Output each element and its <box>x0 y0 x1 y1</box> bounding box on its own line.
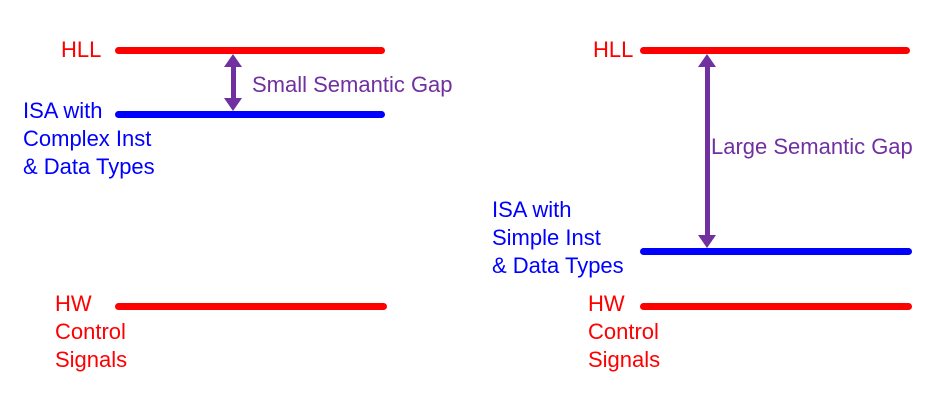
right-isa-line-3: & Data Types <box>492 253 624 278</box>
arrow-down-head-icon <box>698 235 716 248</box>
arrow-shaft <box>704 64 710 238</box>
left-isa-line-3: & Data Types <box>23 154 155 179</box>
left-hll-level-bar <box>115 47 385 54</box>
left-hw-line-3: Signals <box>55 347 128 372</box>
right-hw-line-1: HW <box>588 291 625 316</box>
left-isa-line-1: ISA with <box>23 98 103 123</box>
left-hw-level-bar <box>115 303 387 310</box>
left-hw-line-2: Control <box>55 319 126 344</box>
right-gap-label: Large Semantic Gap <box>711 134 913 159</box>
left-hll-label: HLL <box>61 37 102 62</box>
right-hw-line-3: Signals <box>588 347 661 372</box>
right-isa-line-2: Simple Inst <box>492 225 601 250</box>
left-hw-label: HW Control Signals <box>55 290 127 374</box>
right-isa-level-bar <box>640 248 912 255</box>
left-isa-line-2: Complex Inst <box>23 126 152 151</box>
arrow-up-head-icon <box>224 54 242 67</box>
left-gap-label: Small Semantic Gap <box>252 72 453 97</box>
right-hll-label: HLL <box>593 37 634 62</box>
arrow-down-head-icon <box>224 98 242 111</box>
right-hw-line-2: Control <box>588 319 659 344</box>
right-hw-level-bar <box>640 303 912 310</box>
right-hw-label: HW Control Signals <box>588 290 660 374</box>
left-hw-line-1: HW <box>55 291 92 316</box>
arrow-up-head-icon <box>698 54 716 67</box>
right-isa-label: ISA with Simple Inst & Data Types <box>492 196 624 280</box>
right-isa-line-1: ISA with <box>492 197 572 222</box>
right-hll-level-bar <box>640 47 910 54</box>
left-isa-level-bar <box>115 111 385 118</box>
arrow-shaft <box>230 64 236 101</box>
right-semantic-gap-arrow <box>698 54 716 248</box>
left-isa-label: ISA with Complex Inst & Data Types <box>23 97 155 181</box>
left-semantic-gap-arrow <box>224 54 242 111</box>
